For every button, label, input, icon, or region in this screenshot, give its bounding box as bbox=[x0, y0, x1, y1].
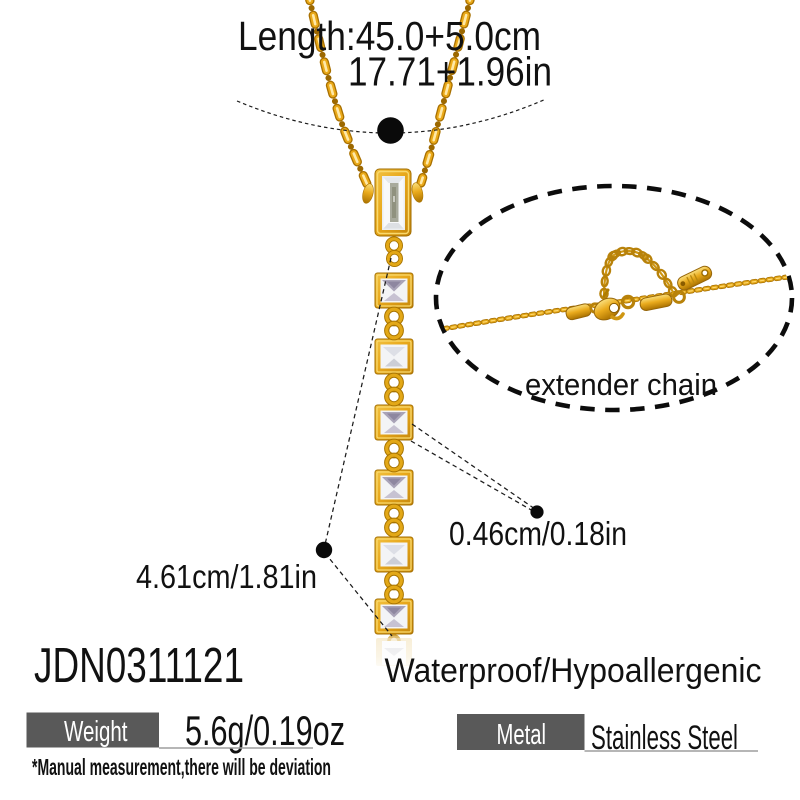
svg-text:Length:45.0+5.0cm: Length:45.0+5.0cm bbox=[238, 13, 541, 59]
svg-text:Waterproof/Hypoallergenic: Waterproof/Hypoallergenic bbox=[385, 652, 762, 690]
svg-text:Metal: Metal bbox=[497, 719, 547, 751]
svg-text:0.46cm/0.18in: 0.46cm/0.18in bbox=[449, 515, 627, 552]
svg-text:17.71+1.96in: 17.71+1.96in bbox=[348, 49, 552, 95]
svg-text:JDN0311121: JDN0311121 bbox=[34, 639, 244, 693]
svg-text:Weight: Weight bbox=[64, 716, 128, 748]
svg-text:extender chain: extender chain bbox=[525, 367, 717, 402]
svg-text:4.61cm/1.81in: 4.61cm/1.81in bbox=[136, 558, 317, 595]
svg-text:*Manual measurement,there will: *Manual measurement,there will be deviat… bbox=[32, 754, 331, 780]
svg-text:5.6g/0.19oz: 5.6g/0.19oz bbox=[185, 707, 345, 754]
